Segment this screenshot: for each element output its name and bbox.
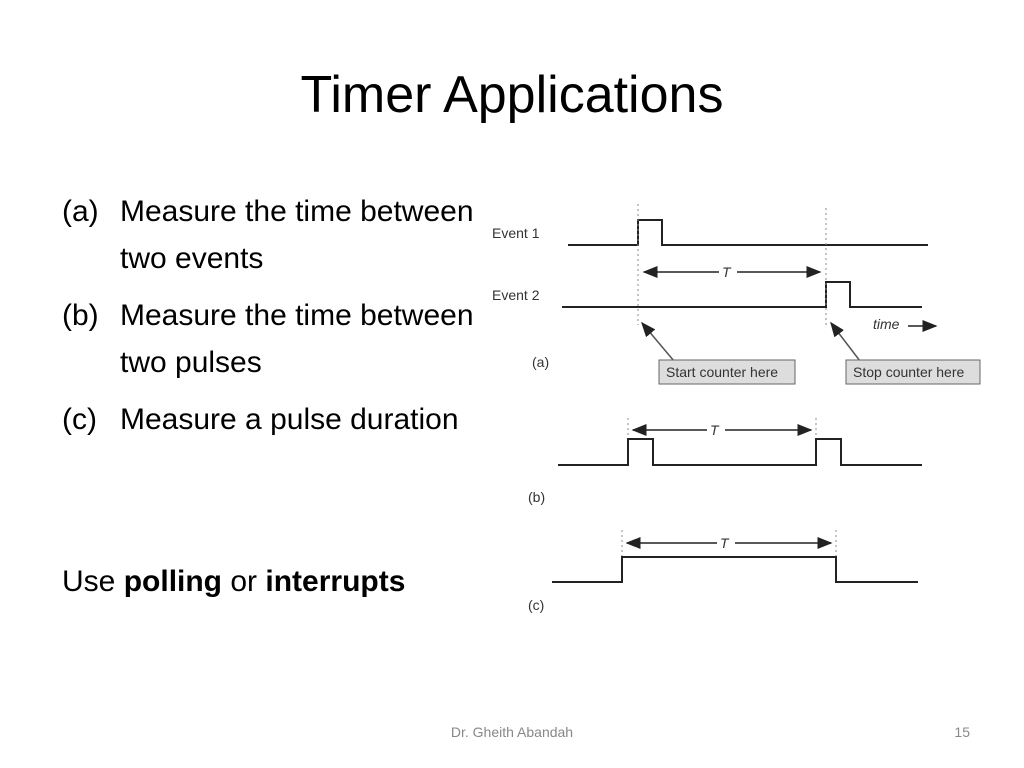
panel-b-diagram: T (b) bbox=[528, 418, 922, 505]
timing-diagram: Event 1 Event 2 T time (a) Start counter… bbox=[470, 190, 990, 630]
pulse-b-waveform bbox=[558, 438, 922, 466]
period-label-a: T bbox=[722, 264, 732, 280]
panel-a-label: (a) bbox=[532, 354, 549, 370]
bullet-item-c: (c) Measure a pulse duration bbox=[62, 396, 482, 443]
bullet-text: Measure the time between two pulses bbox=[120, 299, 474, 379]
event2-waveform bbox=[562, 281, 922, 308]
period-label-c: T bbox=[720, 535, 730, 551]
bullet-list: (a) Measure the time between two events … bbox=[62, 188, 482, 453]
event1-waveform bbox=[568, 219, 928, 246]
period-label-b: T bbox=[710, 422, 720, 438]
stop-callout-pointer bbox=[830, 321, 861, 362]
use-prefix: Use bbox=[62, 565, 116, 598]
use-middle: or bbox=[230, 565, 258, 598]
bullet-marker: (a) bbox=[62, 195, 99, 228]
event1-label: Event 1 bbox=[492, 225, 540, 241]
bullet-marker: (b) bbox=[62, 299, 99, 332]
period-label-bg bbox=[707, 421, 725, 439]
bullet-marker: (c) bbox=[62, 403, 97, 436]
period-label-bg bbox=[719, 263, 737, 281]
panel-c-diagram: T (c) bbox=[528, 530, 918, 613]
panel-b-label: (b) bbox=[528, 489, 545, 505]
time-label: time bbox=[873, 316, 900, 332]
footer-page-number: 15 bbox=[954, 724, 970, 740]
bullet-item-b: (b) Measure the time between two pulses bbox=[62, 292, 482, 386]
event2-label: Event 2 bbox=[492, 287, 540, 303]
slide-title: Timer Applications bbox=[300, 66, 724, 124]
panel-a-diagram: Event 1 Event 2 T time (a) Start counter… bbox=[492, 204, 981, 385]
pulse-c-waveform bbox=[552, 556, 918, 583]
timing-diagram-svg: Event 1 Event 2 T time (a) Start counter… bbox=[492, 204, 981, 613]
stop-callout-text: Stop counter here bbox=[853, 364, 965, 380]
period-label-bg bbox=[717, 534, 735, 552]
polling-term: polling bbox=[123, 565, 223, 598]
stop-callout-box bbox=[845, 359, 981, 385]
bullet-text: Measure a pulse duration bbox=[120, 403, 459, 436]
footer-author: Dr. Gheith Abandah bbox=[450, 724, 574, 740]
use-polling-interrupts-line: Use polling or interrupts bbox=[62, 558, 405, 605]
bullet-text: Measure the time between two events bbox=[120, 195, 474, 275]
start-callout-box bbox=[658, 359, 796, 385]
bullet-item-a: (a) Measure the time between two events bbox=[62, 188, 482, 282]
interrupts-term: interrupts bbox=[265, 565, 406, 598]
panel-c-label: (c) bbox=[528, 597, 544, 613]
start-callout-pointer bbox=[641, 321, 675, 362]
start-callout-text: Start counter here bbox=[666, 364, 778, 380]
